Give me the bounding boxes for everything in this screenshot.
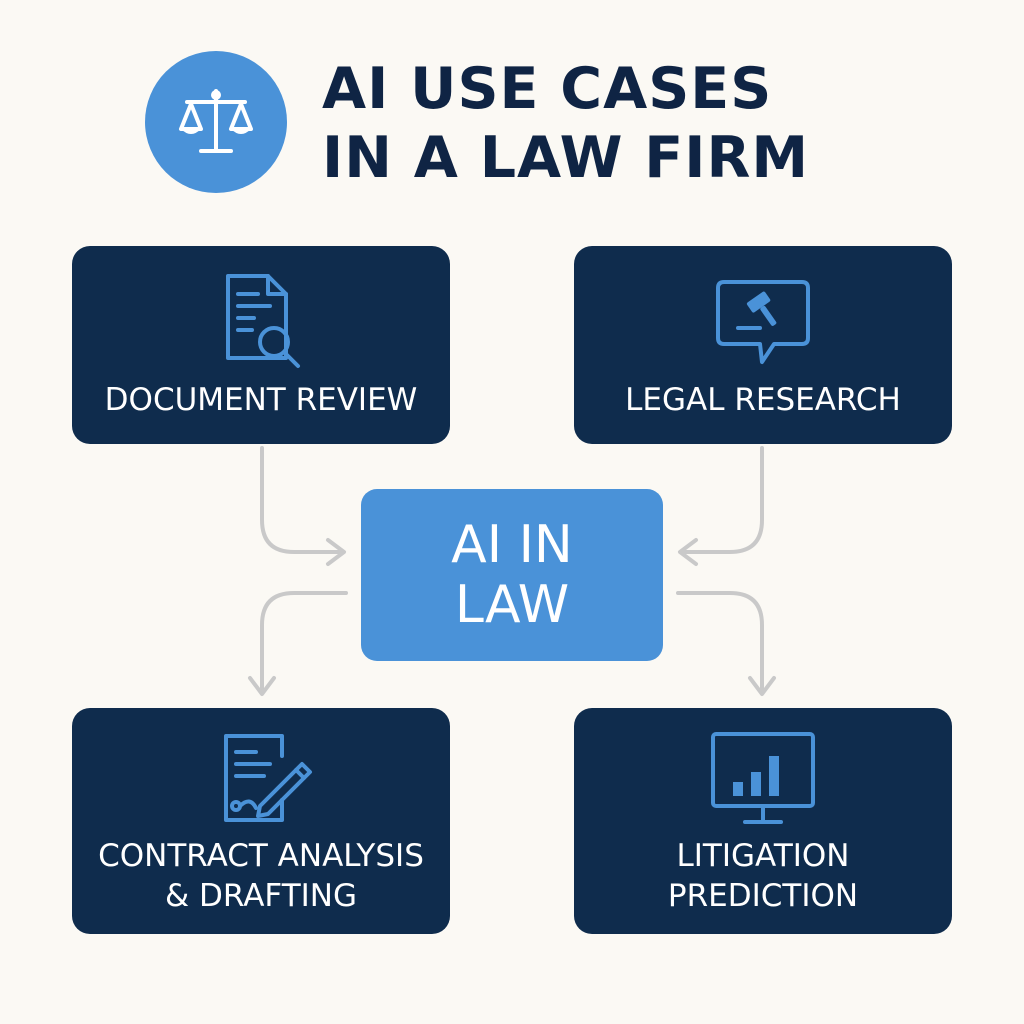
card-label-contract-analysis: CONTRACT ANALYSIS & DRAFTING xyxy=(98,838,424,914)
arrow-legal-research xyxy=(680,446,764,554)
center-node-ai-in-law: AI IN LAW xyxy=(361,489,663,661)
card-label-litigation-prediction: LITIGATION PREDICTION xyxy=(667,838,859,914)
card-litigation-prediction[interactable]: LITIGATION PREDICTION xyxy=(574,708,952,934)
arrow-litigation-prediction xyxy=(676,591,764,694)
gavel-speech-bubble-icon xyxy=(716,280,810,364)
scales-of-justice-icon xyxy=(179,89,253,153)
card-legal-research[interactable]: LEGAL RESEARCH xyxy=(574,246,952,444)
card-contract-analysis[interactable]: CONTRACT ANALYSIS & DRAFTING xyxy=(72,708,450,934)
document-pen-icon xyxy=(224,734,312,822)
document-search-icon xyxy=(226,274,300,368)
monitor-bar-chart-icon xyxy=(711,732,815,824)
card-label-document-review: DOCUMENT REVIEW xyxy=(104,382,418,418)
scales-logo xyxy=(145,51,287,193)
arrow-document-review xyxy=(260,446,344,554)
arrow-contract-analysis xyxy=(260,591,348,694)
card-document-review[interactable]: DOCUMENT REVIEW xyxy=(72,246,450,444)
page-title: AI USE CASES IN A LAW FIRM xyxy=(322,56,810,191)
card-label-legal-research: LEGAL RESEARCH xyxy=(625,382,901,418)
